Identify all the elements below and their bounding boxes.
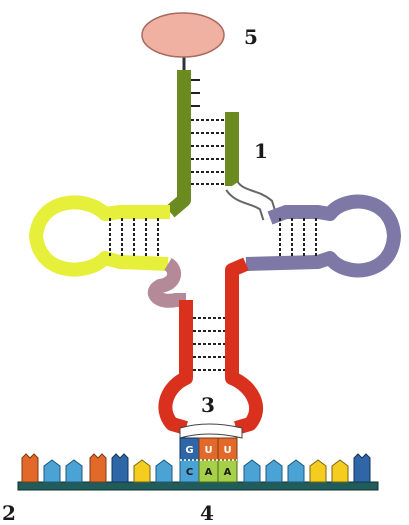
label-2-mrna: 2 bbox=[2, 501, 16, 525]
anticodon-letter-3: U bbox=[223, 445, 231, 456]
mrna-strand bbox=[18, 438, 378, 490]
label-4-codon: 4 bbox=[200, 501, 214, 525]
acceptor-stem bbox=[170, 70, 232, 212]
connector-segment bbox=[232, 186, 270, 218]
anticodon-loop bbox=[180, 424, 242, 438]
anticodon-letter-2: U bbox=[204, 445, 212, 456]
anticodon-letter-1: G bbox=[185, 445, 193, 456]
label-5-amino-acid: 5 bbox=[244, 25, 258, 49]
hydrogen-bonds bbox=[110, 80, 316, 370]
codon-letter-3: A bbox=[224, 467, 232, 478]
mrna-bases-left bbox=[22, 454, 172, 482]
d-arm bbox=[36, 202, 170, 269]
mrna-bases-right bbox=[244, 454, 370, 482]
amino-acid bbox=[142, 13, 224, 70]
codon-letter-1: C bbox=[186, 467, 193, 478]
label-1-acceptor-arm: 1 bbox=[254, 139, 268, 163]
codon-letter-2: A bbox=[205, 467, 213, 478]
label-3-anticodon: 3 bbox=[201, 393, 215, 417]
tpsi-arm bbox=[246, 202, 394, 271]
